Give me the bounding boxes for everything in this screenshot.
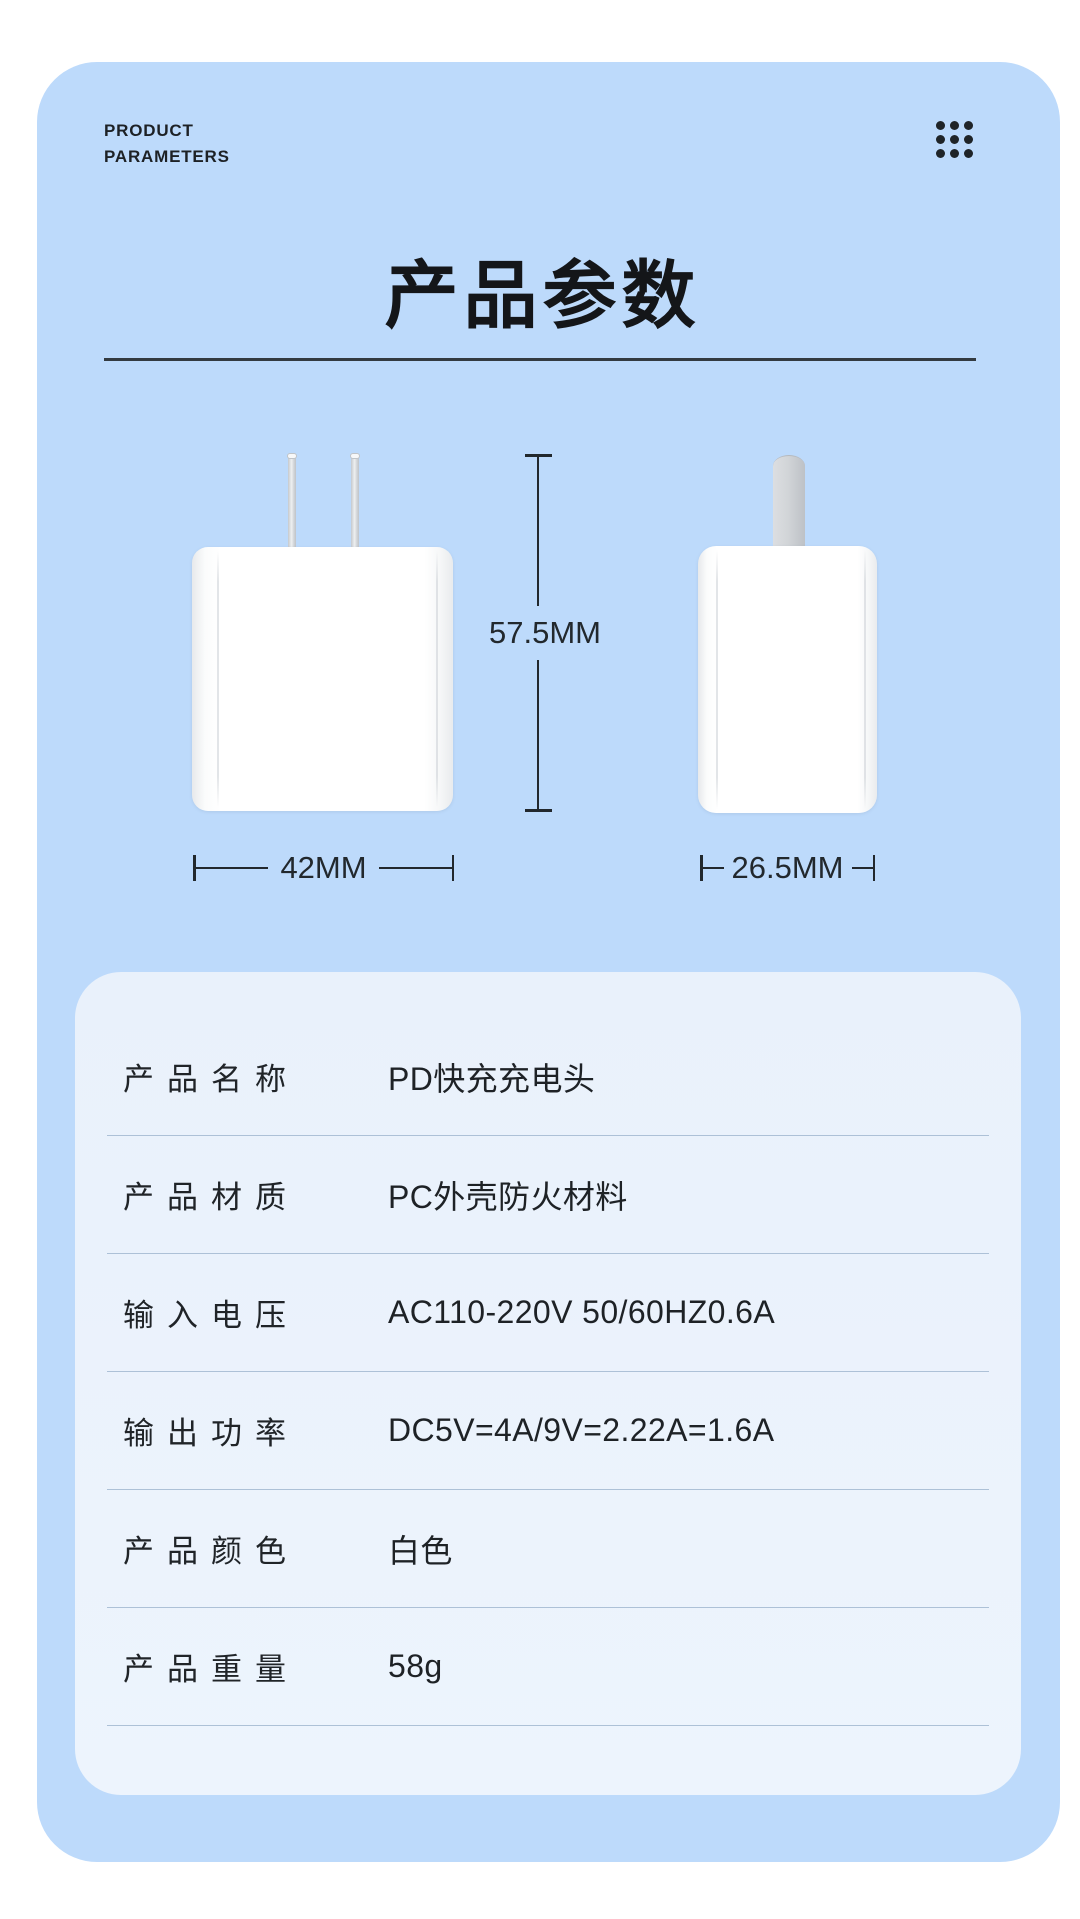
dimension-cap-right xyxy=(451,855,455,881)
side-width-dimension: 26.5MM xyxy=(700,850,876,885)
front-width-dimension: 42MM xyxy=(193,850,455,885)
table-row: 产品重量 58g xyxy=(107,1608,989,1726)
dots-grid-icon xyxy=(936,121,973,158)
row-value: AC110-220V 50/60HZ0.6A xyxy=(388,1294,776,1330)
table-row: 产品颜色 白色 xyxy=(107,1490,989,1608)
front-plug-pin-left-icon xyxy=(287,453,297,549)
title-divider xyxy=(104,358,976,361)
dimension-cap-bottom xyxy=(524,809,552,812)
row-label: 输入电压 xyxy=(123,1298,299,1333)
spec-table: 产品名称 PD快充充电头 产品材质 PC外壳防火材料 输入电压 AC110-22… xyxy=(107,1018,989,1726)
dimension-cap-left xyxy=(193,855,196,881)
table-row: 输出功率 DC5V=4A/9V=2.22A=1.6A xyxy=(107,1372,989,1490)
side-plug-pin-icon xyxy=(773,455,805,549)
row-value: PD快充充电头 xyxy=(388,1060,596,1097)
eyebrow-text: PRODUCT PARAMETERS xyxy=(104,118,230,169)
row-value: 58g xyxy=(388,1648,443,1684)
eyebrow-line-2: PARAMETERS xyxy=(104,146,230,166)
row-value: DC5V=4A/9V=2.22A=1.6A xyxy=(388,1412,775,1448)
height-dimension: 57.5MM xyxy=(489,454,601,812)
table-row: 产品名称 PD快充充电头 xyxy=(107,1018,989,1136)
row-label: 产品材质 xyxy=(123,1180,299,1215)
dimension-cap-left xyxy=(700,855,703,881)
row-label: 产品颜色 xyxy=(123,1534,299,1569)
height-dimension-label: 57.5MM xyxy=(489,615,601,650)
dimension-line xyxy=(536,457,540,606)
charger-side-illustration xyxy=(698,546,877,813)
row-label: 输出功率 xyxy=(123,1416,299,1451)
row-label: 产品名称 xyxy=(123,1062,299,1097)
eyebrow-line-1: PRODUCT xyxy=(104,121,194,140)
dimension-line xyxy=(536,660,540,809)
front-plug-pin-right-icon xyxy=(350,453,360,549)
row-value: PC外壳防火材料 xyxy=(388,1178,628,1215)
dimension-line xyxy=(195,866,269,870)
dimension-line xyxy=(702,866,724,870)
front-width-dimension-label: 42MM xyxy=(280,850,367,885)
table-row: 输入电压 AC110-220V 50/60HZ0.6A xyxy=(107,1254,989,1372)
row-value: 白色 xyxy=(388,1532,453,1569)
dimension-cap-right xyxy=(872,855,876,881)
dimension-line xyxy=(378,866,452,870)
dimension-line xyxy=(851,866,873,870)
dimension-cap-top xyxy=(524,454,552,457)
spec-panel: 产品名称 PD快充充电头 产品材质 PC外壳防火材料 输入电压 AC110-22… xyxy=(75,972,1021,1795)
page-title: 产品参数 xyxy=(384,254,701,337)
charger-front-illustration xyxy=(192,547,453,811)
row-label: 产品重量 xyxy=(123,1652,299,1687)
table-row: 产品材质 PC外壳防火材料 xyxy=(107,1136,989,1254)
side-width-dimension-label: 26.5MM xyxy=(731,850,844,885)
